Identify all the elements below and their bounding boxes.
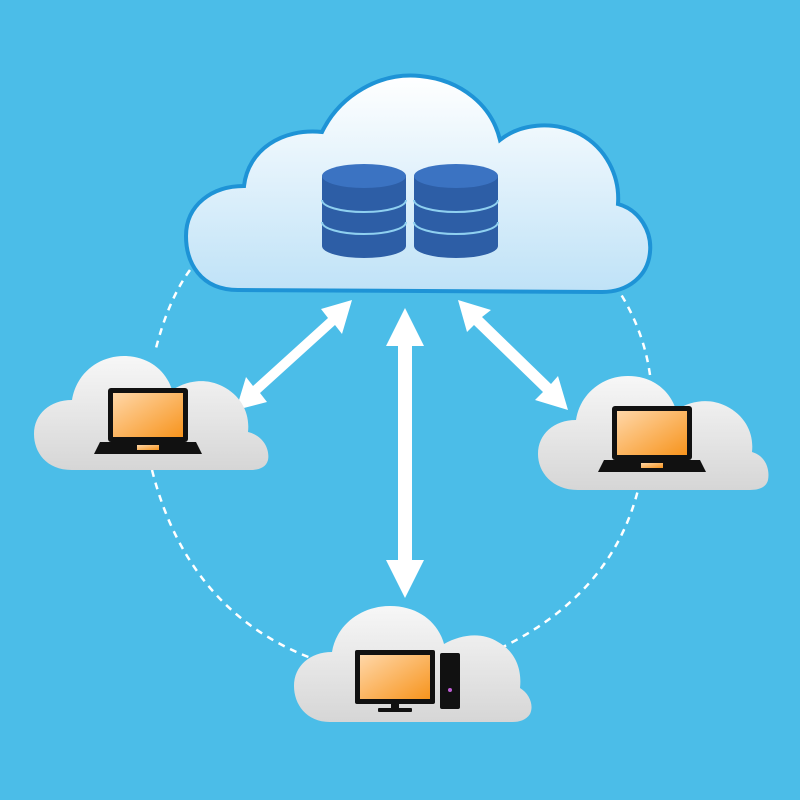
dashed-link-central-left [153, 269, 192, 353]
client-cloud-right [538, 376, 769, 490]
client-cloud-bottom [294, 606, 532, 722]
dashed-connections [150, 269, 652, 666]
desktop-computer-icon [355, 650, 460, 712]
dashed-link-bottom-right [487, 489, 640, 656]
central-cloud [183, 73, 653, 295]
arrow-central-left [236, 300, 352, 410]
dashed-link-left-bottom [150, 469, 329, 666]
arrows [236, 300, 568, 598]
arrow-central-right [458, 300, 568, 410]
dashed-link-right-central [603, 269, 652, 376]
laptop-icon [598, 406, 706, 472]
client-cloud-left [34, 356, 269, 470]
arrow-central-bottom [386, 308, 424, 598]
laptop-icon [94, 388, 202, 454]
